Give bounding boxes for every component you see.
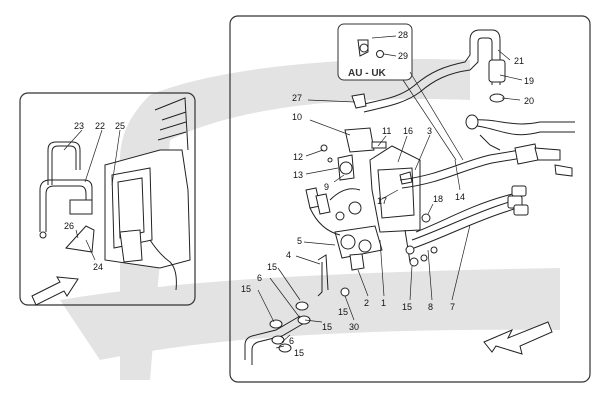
part-label: 15 xyxy=(267,262,277,272)
main-drawing xyxy=(244,29,575,365)
part-label: 24 xyxy=(93,262,103,272)
part-label: 1 xyxy=(381,298,386,308)
inset-drawing xyxy=(39,97,191,291)
part-label: 15 xyxy=(294,348,304,358)
part-label: 15 xyxy=(402,302,412,312)
watermark-swoosh xyxy=(60,59,560,380)
part-label: 27 xyxy=(292,93,302,103)
main-frame xyxy=(229,15,591,383)
part-label: 14 xyxy=(455,192,465,202)
part-label: 30 xyxy=(349,322,359,332)
part-label: 26 xyxy=(64,221,74,231)
part-label: 16 xyxy=(403,126,413,136)
part-label: 25 xyxy=(115,121,125,131)
part-label: 5 xyxy=(297,236,302,246)
part-label: 6 xyxy=(289,336,294,346)
direction-arrow-icon xyxy=(483,321,553,355)
part-label: 12 xyxy=(293,152,303,162)
part-label: 8 xyxy=(428,302,433,312)
direction-arrow-icon xyxy=(31,276,79,306)
inset-leaders xyxy=(63,129,121,261)
variant-box xyxy=(337,23,413,81)
part-label: 4 xyxy=(286,250,291,260)
part-label: 10 xyxy=(292,112,302,122)
part-label: 6 xyxy=(257,273,262,283)
part-label: 13 xyxy=(293,170,303,180)
part-label: 20 xyxy=(524,96,534,106)
main-leaders xyxy=(257,49,523,349)
part-label: 29 xyxy=(398,51,408,61)
part-label: 3 xyxy=(427,126,432,136)
part-label: 15 xyxy=(322,322,332,332)
part-label: 15 xyxy=(241,284,251,294)
part-label: 19 xyxy=(524,76,534,86)
part-label: 11 xyxy=(382,126,391,136)
part-label: 9 xyxy=(324,182,329,192)
part-label: 7 xyxy=(450,302,455,312)
part-label: 18 xyxy=(433,194,443,204)
part-label: 22 xyxy=(95,121,105,131)
inset-frame xyxy=(19,92,196,306)
part-label: 28 xyxy=(398,30,408,40)
part-label: 15 xyxy=(338,307,348,317)
variant-box-title: AU - UK xyxy=(348,68,387,79)
part-label: 2 xyxy=(364,298,369,308)
part-label: 17 xyxy=(377,196,387,206)
part-label: 23 xyxy=(74,121,84,131)
part-label: 21 xyxy=(514,56,524,66)
